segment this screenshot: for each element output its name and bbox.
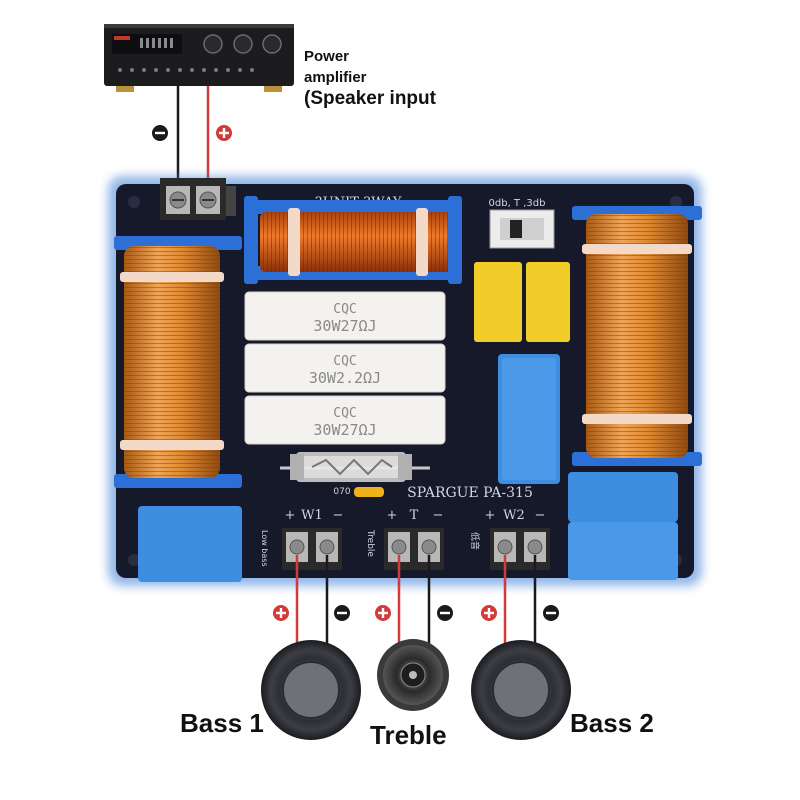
- resistor-2: CQC 30W2.2ΩJ: [244, 343, 446, 393]
- svg-text:−: −: [433, 508, 444, 523]
- bass-coil-left: [114, 236, 242, 488]
- resistor-2-brand: CQC: [333, 354, 356, 369]
- svg-text:+: +: [285, 508, 296, 523]
- resistor-3: CQC 30W27ΩJ: [244, 395, 446, 445]
- output-t-name: T: [410, 508, 419, 523]
- treble-negative-marker: [437, 605, 453, 621]
- svg-text:+: +: [387, 508, 398, 523]
- treble-knob: [262, 34, 282, 54]
- resistor-3-brand: CQC: [333, 406, 356, 421]
- amplifier-label-line2: amplifier: [304, 69, 367, 86]
- tweeter-coil: [244, 196, 462, 284]
- output-w1-name: W1: [301, 508, 323, 523]
- treble-label: Treble: [370, 720, 447, 750]
- volume-knob: [203, 34, 223, 54]
- treble-speaker: [377, 639, 449, 711]
- board-brand: SPARGUE PA-315: [407, 485, 533, 501]
- yellow-capacitor-1: [474, 262, 522, 342]
- bass2-negative-marker: [543, 605, 559, 621]
- amplifier-label-line1: Power: [304, 48, 350, 65]
- bass-coil-right: [572, 206, 702, 466]
- bass-knob: [233, 34, 253, 54]
- input-terminal-block: [160, 178, 236, 220]
- output-t-side-label: Treble: [365, 529, 375, 557]
- output-terminal-w1: + W1 − Low bass: [260, 508, 343, 570]
- yellow-capacitor-2: [526, 262, 570, 342]
- blue-capacitor-right-top: [568, 472, 678, 522]
- bass2-positive-marker: [481, 605, 497, 621]
- attenuation-switch: 0db, T ,3db: [489, 198, 555, 249]
- resistor-1-brand: CQC: [333, 302, 356, 317]
- bass1-label: Bass 1: [180, 708, 264, 738]
- bass2-label: Bass 2: [570, 708, 654, 738]
- amplifier-label: Power amplifier (Speaker input: [304, 46, 436, 109]
- resistor-3-value: 30W27ΩJ: [313, 421, 376, 439]
- bass1-negative-marker: [334, 605, 350, 621]
- bass1-speaker: [261, 640, 361, 740]
- blue-capacitor-right-bottom: [568, 522, 678, 580]
- amplifier-label-line3: (Speaker input: [304, 88, 436, 109]
- resistor-2-value: 30W2.2ΩJ: [309, 369, 381, 387]
- input-positive-marker: [216, 125, 232, 141]
- output-terminal-w2: + W2 − 低音: [469, 508, 550, 570]
- svg-text:−: −: [333, 508, 344, 523]
- output-terminal-t: + T − Treble: [365, 508, 444, 570]
- treble-positive-marker: [375, 605, 391, 621]
- output-w2-name: W2: [503, 508, 525, 523]
- blue-capacitor-left: [138, 506, 242, 582]
- resistor-1-value: 30W27ΩJ: [313, 317, 376, 335]
- fuse-code: 070: [333, 487, 350, 497]
- crossover-board: 3UNIT 3WAY 0db, T ,3db CQC: [108, 176, 702, 586]
- bass1-positive-marker: [273, 605, 289, 621]
- svg-text:−: −: [535, 508, 546, 523]
- power-amplifier: [104, 24, 294, 92]
- resistor-1: CQC 30W27ΩJ: [244, 291, 446, 341]
- bass2-speaker: [471, 640, 571, 740]
- input-negative-marker: [152, 125, 168, 141]
- svg-text:+: +: [485, 508, 496, 523]
- switch-label: 0db, T ,3db: [489, 198, 546, 209]
- output-w2-side-label: 低音: [469, 532, 481, 550]
- output-w1-side-label: Low bass: [260, 530, 269, 567]
- fuse: [280, 452, 430, 482]
